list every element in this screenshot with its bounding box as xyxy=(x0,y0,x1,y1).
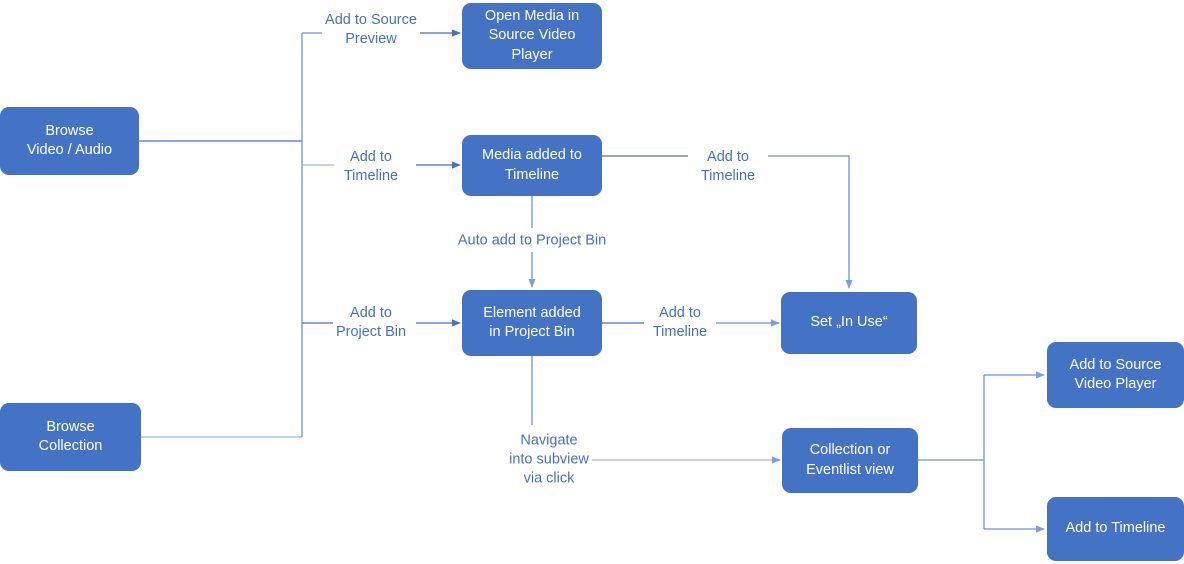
edge-label-add-to-timeline-top: Add to Timeline xyxy=(340,147,402,187)
edge-label-navigate-into-subview: Navigate into subview via click xyxy=(506,431,592,489)
node-element-added-in-project-bin[interactable]: Element added in Project Bin xyxy=(462,290,602,356)
node-collection-or-eventlist-view[interactable]: Collection or Eventlist view xyxy=(782,428,918,493)
node-media-added-to-timeline[interactable]: Media added to Timeline xyxy=(462,135,602,196)
edge-label-auto-add-to-project-bin: Auto add to Project Bin xyxy=(454,231,610,251)
node-set-in-use[interactable]: Set „In Use“ xyxy=(781,292,917,354)
node-add-to-timeline[interactable]: Add to Timeline xyxy=(1047,497,1184,561)
node-open-media-source-player[interactable]: Open Media in Source Video Player xyxy=(462,3,602,69)
edge-label-add-to-timeline-right: Add to Timeline xyxy=(697,147,759,187)
node-browse-collection[interactable]: Browse Collection xyxy=(0,403,141,471)
edge-timeline-down-to-set-in-use xyxy=(768,155,853,289)
edge-label-add-to-timeline-middle: Add to Timeline xyxy=(649,303,711,343)
node-add-to-source-video-player[interactable]: Add to Source Video Player xyxy=(1047,342,1184,408)
edge-label-add-to-source-preview: Add to Source Preview xyxy=(322,10,420,50)
edge-label-add-to-project-bin: Add to Project Bin xyxy=(332,303,410,343)
node-browse-video-audio[interactable]: Browse Video / Audio xyxy=(0,107,139,175)
